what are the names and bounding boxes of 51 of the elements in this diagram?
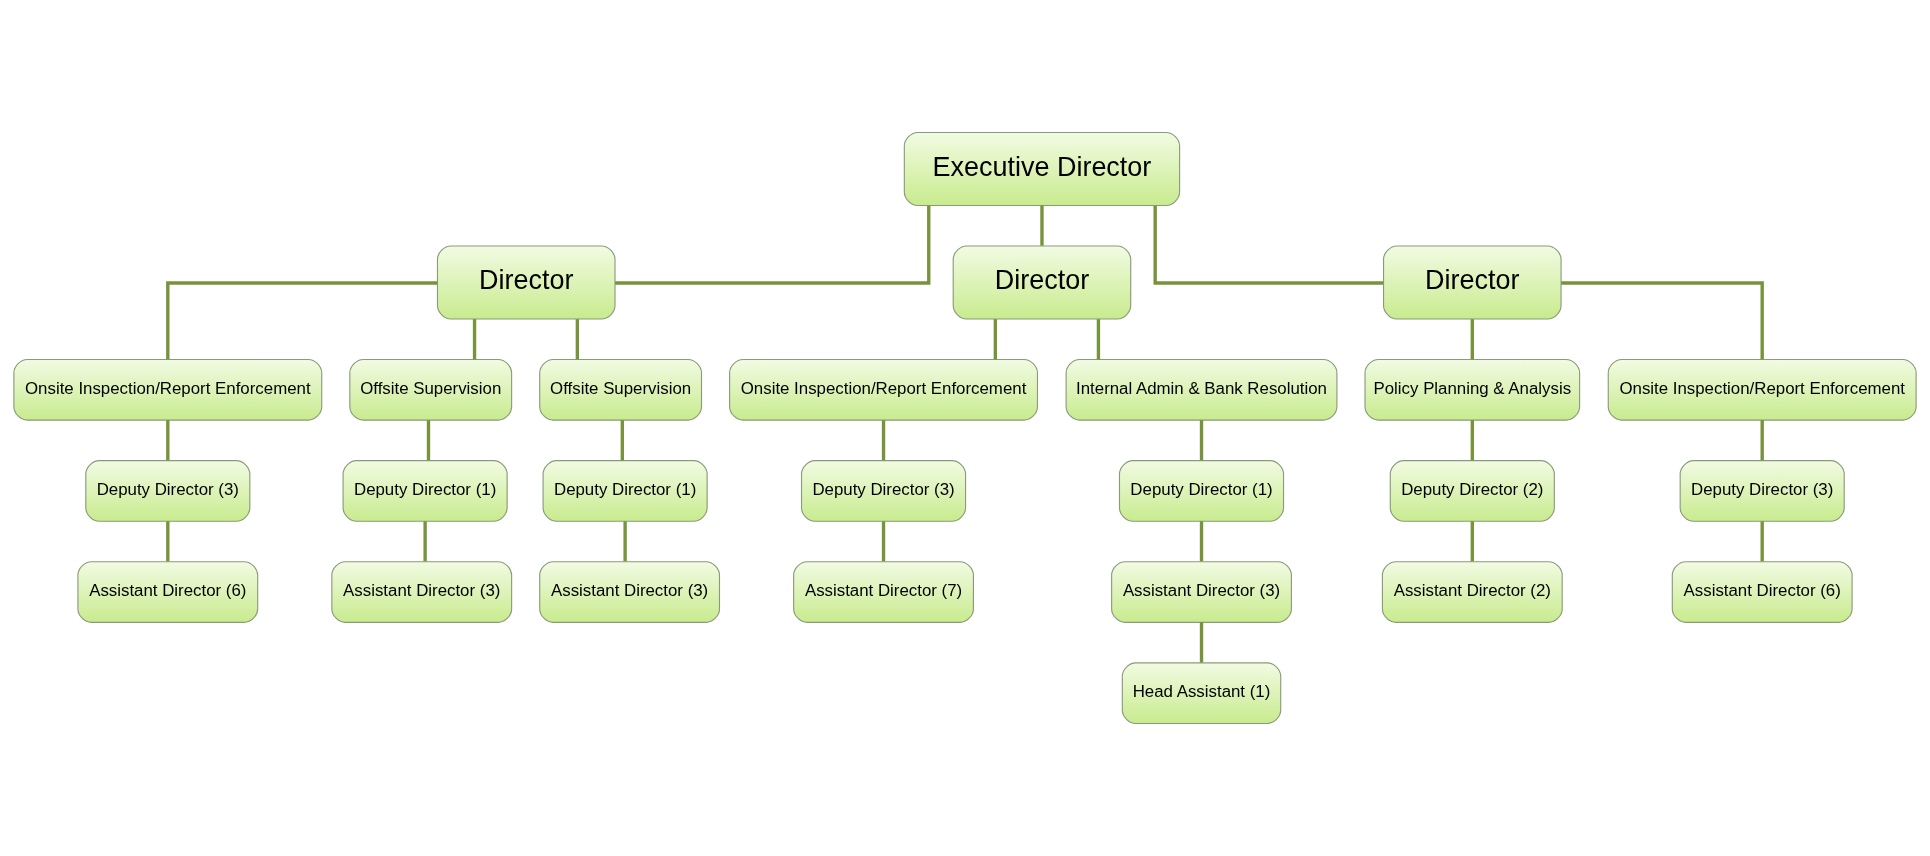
connector xyxy=(1096,319,1101,360)
connector xyxy=(620,420,624,461)
connector xyxy=(1199,521,1204,562)
node-box: Director xyxy=(436,245,616,320)
connector xyxy=(166,521,170,562)
node-box: Onsite Inspection/Report Enforcement xyxy=(13,358,323,421)
connector xyxy=(1040,205,1044,246)
node-box: Onsite Inspection/Report Enforcement xyxy=(1607,358,1917,421)
node-box: Onsite Inspection/Report Enforcement xyxy=(729,358,1039,421)
node-box: Head Assistant (1) xyxy=(1121,662,1282,725)
connector xyxy=(1199,420,1204,461)
node-box: Offsite Supervision xyxy=(349,358,513,421)
node-box: Assistant Director (3) xyxy=(1111,561,1292,623)
node-box: Director xyxy=(1383,245,1562,320)
node-box: Director xyxy=(952,245,1132,320)
node-box: Deputy Director (1) xyxy=(542,460,708,522)
connector xyxy=(166,420,170,461)
connector xyxy=(472,319,477,360)
node-box: Deputy Director (3) xyxy=(800,460,967,522)
connector xyxy=(1153,205,1384,285)
node-box: Executive Director xyxy=(903,131,1181,207)
connector xyxy=(1470,420,1474,461)
connector xyxy=(615,205,931,285)
node-box: Policy Planning & Analysis xyxy=(1364,358,1581,421)
connector xyxy=(575,319,580,360)
connector xyxy=(881,521,886,562)
node-box: Deputy Director (3) xyxy=(85,460,251,522)
node-box: Assistant Director (3) xyxy=(331,561,513,623)
connector xyxy=(1760,521,1764,562)
node-box: Offsite Supervision xyxy=(539,358,703,421)
connector xyxy=(426,420,431,461)
connector xyxy=(1470,319,1474,360)
node-box: Assistant Director (2) xyxy=(1381,561,1563,623)
node-box: Assistant Director (3) xyxy=(539,561,721,623)
node-box: Assistant Director (6) xyxy=(77,561,259,623)
connector xyxy=(881,420,886,461)
connector xyxy=(1760,420,1764,461)
node-box: Assistant Director (6) xyxy=(1671,561,1853,623)
connector xyxy=(166,281,438,360)
connector xyxy=(1470,521,1474,562)
connector xyxy=(993,319,998,360)
connector xyxy=(1561,281,1764,360)
node-box: Assistant Director (7) xyxy=(793,561,974,623)
node-box: Deputy Director (3) xyxy=(1679,460,1845,522)
connector xyxy=(423,521,427,562)
node-box: Deputy Director (1) xyxy=(342,460,508,522)
connector xyxy=(623,521,627,562)
connector xyxy=(1199,622,1204,663)
node-box: Internal Admin & Bank Resolution xyxy=(1065,358,1338,421)
node-box: Deputy Director (2) xyxy=(1389,460,1555,522)
node-box: Deputy Director (1) xyxy=(1118,460,1285,522)
